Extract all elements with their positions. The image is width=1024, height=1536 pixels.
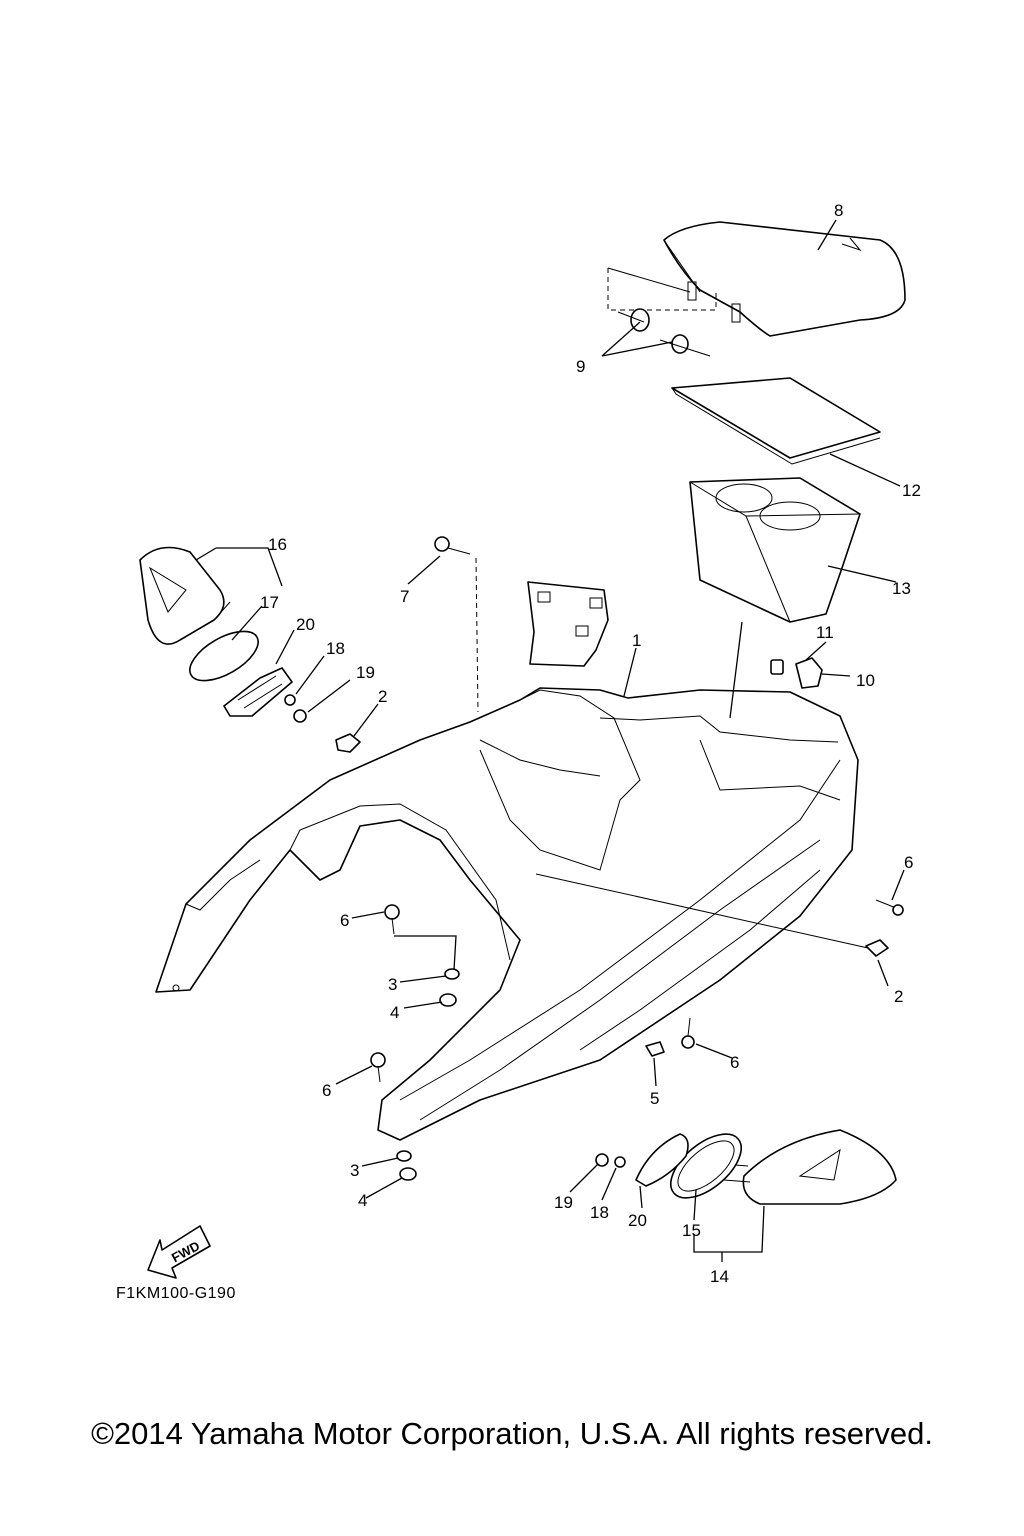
callout-18-left: 18 <box>326 639 345 658</box>
callout-9: 9 <box>576 357 585 376</box>
part-8-seat-lid <box>663 221 906 337</box>
part-6-bolt-d <box>681 1017 695 1049</box>
part-19-nut-right <box>595 1153 609 1167</box>
part-18-washer-right <box>614 1156 626 1168</box>
callout-3-a: 3 <box>388 975 397 994</box>
bracket <box>527 581 609 667</box>
callout-6-d: 6 <box>730 1053 739 1072</box>
part-6-bolt-b <box>370 1052 386 1083</box>
part-13-storage-bin <box>689 477 861 623</box>
callout-5: 5 <box>650 1089 659 1108</box>
part-17-gasket-left <box>189 630 259 682</box>
callout-3-b: 3 <box>350 1161 359 1180</box>
callout-labels: 8 9 12 13 11 10 1 16 17 20 18 19 2 7 6 3… <box>260 201 921 1286</box>
callout-20-left: 20 <box>296 615 315 634</box>
callout-12: 12 <box>902 481 921 500</box>
callout-8: 8 <box>834 201 843 220</box>
part-16-mirror-left <box>139 546 231 645</box>
part-20-plate-left <box>223 667 293 717</box>
callout-14: 14 <box>710 1267 729 1286</box>
callout-7: 7 <box>400 587 409 606</box>
callout-1: 1 <box>632 631 641 650</box>
copyright-notice: ©2014 Yamaha Motor Corporation, U.S.A. A… <box>91 1416 933 1451</box>
callout-10: 10 <box>856 671 875 690</box>
part-2-clip-right <box>535 873 889 957</box>
part-14-mirror-right <box>721 1129 897 1205</box>
part-6-bolt-a <box>384 904 400 935</box>
callout-6-b: 6 <box>322 1081 331 1100</box>
fwd-arrow-icon: FWD <box>147 1225 211 1279</box>
part-11-plug <box>770 659 784 675</box>
callout-18-right: 18 <box>590 1203 609 1222</box>
callout-16: 16 <box>268 535 287 554</box>
callout-13: 13 <box>892 579 911 598</box>
callout-4-b: 4 <box>358 1191 367 1210</box>
part-5-clip <box>645 1041 665 1057</box>
callout-11: 11 <box>816 623 834 642</box>
part-7-bolt <box>434 536 479 713</box>
part-6-bolt-c <box>875 899 904 916</box>
part-1-body <box>155 687 859 1141</box>
callout-20-right: 20 <box>628 1211 647 1230</box>
callout-19-left: 19 <box>356 663 375 682</box>
part-3-washer-b <box>396 1150 412 1162</box>
part-2-clip-left <box>335 733 361 753</box>
part-15-gasket-right <box>670 1133 742 1199</box>
part-18-washer-left <box>284 694 296 706</box>
part-4-nut-a <box>439 993 457 1007</box>
callout-17: 17 <box>260 593 279 612</box>
part-20-plate-right <box>635 1133 689 1187</box>
callout-15: 15 <box>682 1221 701 1240</box>
part-12-pad <box>671 377 881 465</box>
part-10-clip <box>795 657 823 689</box>
part-19-nut-left <box>293 709 307 723</box>
callout-19-right: 19 <box>554 1193 573 1212</box>
part-3-washer-a <box>444 968 460 980</box>
callout-2-right: 2 <box>894 987 903 1006</box>
callout-4-a: 4 <box>390 1003 399 1022</box>
callout-6-c: 6 <box>904 853 913 872</box>
drawing-code: F1KM100-G190 <box>116 1285 236 1302</box>
callout-2-left: 2 <box>378 687 387 706</box>
part-4-nut-b <box>399 1167 417 1181</box>
leader-lines <box>195 219 905 1262</box>
callout-6-a: 6 <box>340 911 349 930</box>
